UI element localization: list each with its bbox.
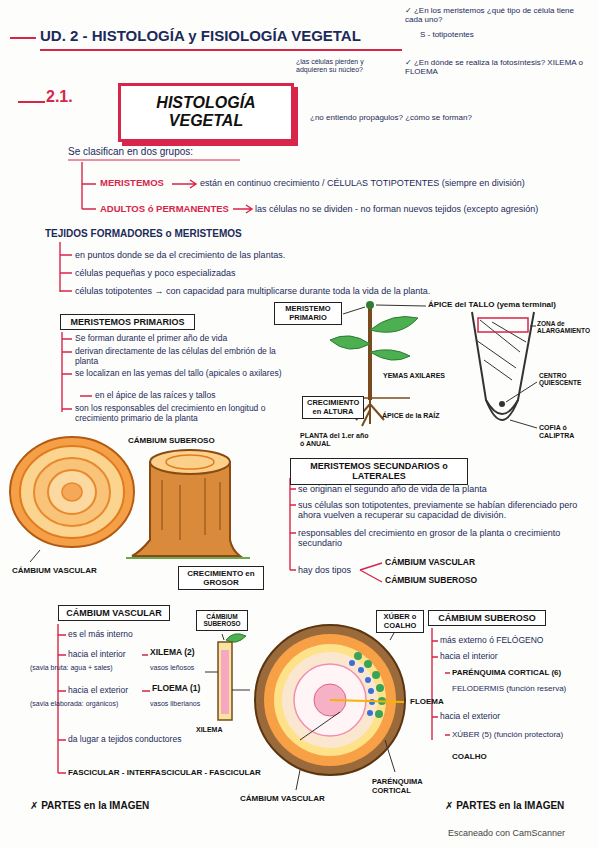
part-label: CÁMBIUM VASCULAR	[240, 794, 325, 803]
bullet-text: más externo ó FELÓGENO	[440, 636, 543, 646]
part-label: FLOEMA	[410, 697, 444, 706]
bullet-text: hay dos tipos	[298, 565, 351, 575]
root-tip	[472, 312, 537, 428]
part-label: XILEMA	[196, 726, 222, 734]
term-box: CRECIMIENTO en GROSOR	[178, 566, 264, 590]
term-box: MERISTEMO PRIMARIO	[274, 302, 342, 325]
term-box: CÁMBIUM SUBEROSO	[196, 610, 248, 631]
part-label: CÁMBIUM SUBEROSO	[385, 576, 477, 586]
note: (savia bruta: agua + sales)	[30, 664, 128, 672]
part-label: YEMAS AXILARES	[383, 372, 445, 380]
watermark: Escaneado con CamScanner	[448, 828, 565, 838]
box-text: CÁMBIUM SUBEROSO	[201, 613, 243, 628]
bullet-text: da lugar a tejidos conductores	[68, 735, 181, 745]
bullet-text: XÚBER (5) (función protectora)	[452, 730, 592, 739]
part-label: COFIA ó CALIPTRA	[539, 424, 595, 440]
term-box: MERISTEMOS PRIMARIOS	[60, 314, 195, 330]
bullet-text: hacia el interior	[440, 652, 498, 662]
part-label: CÁMBIUM SUBEROSO	[128, 436, 215, 445]
bullet-text: sus células son totipotentes, previament…	[298, 500, 588, 521]
page-title: UD. 2 - HISTOLOGÍA y FISIOLOGÍA VEGETAL	[40, 27, 361, 44]
part-label: ÁPICE de la RAÍZ	[382, 412, 440, 420]
bullet-text: en puntos donde se da el crecimiento de …	[75, 250, 285, 260]
body-text: Se clasifican en dos grupos:	[68, 146, 193, 158]
note: vasos leñosos	[150, 664, 194, 672]
bullet-text: células pequeñas y poco especializadas	[75, 268, 236, 278]
part-label: COALHO	[452, 752, 487, 761]
note: ¿las células pierden y adquieren su núcl…	[296, 58, 396, 74]
section-title-box: HISTOLOGÍA VEGETAL	[118, 83, 294, 142]
box-text: CRECIMIENTO en ALTURA	[307, 399, 359, 416]
term-box: MERISTEMOS SECUNDARIOS o LATERALES	[290, 458, 468, 485]
note: ¿no entiendo propágulos? ¿cómo se forman…	[310, 113, 580, 122]
box-text: HISTOLOGÍA VEGETAL	[127, 94, 285, 131]
stem-cross-section	[255, 625, 405, 790]
underline	[68, 160, 240, 161]
group-name: MERISTEMOS	[100, 178, 164, 189]
group-name: ADULTOS ó PERMANENTES	[100, 204, 229, 215]
stem-figure	[205, 634, 250, 720]
note: S - totipotentes	[420, 30, 474, 39]
part-label: FASCICULAR - INTERFASCICULAR - FASCICULA…	[68, 768, 261, 777]
term-box: CÁMBIUM SUBEROSO	[428, 610, 546, 626]
note: (savia elaborada: orgánicos)	[30, 700, 134, 708]
box-text: MERISTEMOS PRIMARIOS	[65, 317, 190, 327]
section-number: 2.1.	[46, 88, 73, 106]
body-text: están en continuo crecimiento / CÉLULAS …	[200, 178, 585, 188]
part-label: PARÉNQUIMA CORTICAL (6)	[452, 668, 561, 677]
bullet-text: hacia el interior	[68, 650, 126, 660]
bullet-text: hacia el exterior	[440, 712, 500, 722]
note: ✓ ¿En dónde se realiza la fotosíntesis? …	[405, 58, 590, 76]
bullet-text: responsables del crecimiento en grosor d…	[298, 528, 588, 549]
part-label: PARÉNQUIMA CORTICAL	[372, 778, 436, 795]
title-underline	[40, 49, 402, 51]
body-text: las células no se dividen - no forman nu…	[255, 204, 590, 214]
log-section	[10, 437, 134, 562]
part-label: PLANTA del 1.er año ó ANUAL	[300, 432, 374, 448]
bullet-text: es el más interno	[68, 630, 133, 640]
bullet-text: derivan directamente de las células del …	[75, 347, 300, 367]
part-label: FLOEMA (1)	[152, 684, 200, 694]
box-text: MERISTEMO PRIMARIO	[279, 305, 337, 322]
bullet-text: se originan el segundo año de vida de la…	[298, 484, 588, 494]
part-label: ZONA de ALARGAMIENTO	[537, 320, 595, 335]
part-label: CENTRO QUIESCENTE	[539, 372, 595, 387]
bullet-text: hacia el exterior	[68, 686, 128, 696]
note: ✓ ¿En los meristemos ¿qué tipo de célula…	[405, 6, 590, 24]
box-text: CÁMBIUM VASCULAR	[63, 608, 165, 618]
bullet-text: son los responsables del crecimiento en …	[75, 404, 300, 424]
box-text: XÚBER o COALHO	[381, 613, 419, 630]
bullet-text: FELODERMIS (función reserva)	[452, 684, 592, 693]
term-box: XÚBER o COALHO	[376, 610, 424, 633]
bullet-text: Se forman durante el primer año de vida	[75, 334, 300, 344]
section-dash	[18, 101, 45, 103]
bullet-text: células totipotentes → con capacidad par…	[75, 286, 430, 296]
box-text: MERISTEMOS SECUNDARIOS o LATERALES	[295, 461, 463, 482]
box-text: CRECIMIENTO en GROSOR	[183, 569, 259, 587]
heading: TEJIDOS FORMADORES o MERISTEMOS	[45, 228, 242, 240]
term-box: CRECIMIENTO en ALTURA	[302, 396, 364, 419]
box-text: CÁMBIUM SUBEROSO	[433, 613, 541, 623]
note: vasos liberianos	[150, 700, 200, 708]
note: ✗ PARTES en la IMAGEN	[30, 800, 149, 812]
tree-stump	[126, 450, 250, 558]
part-label: XILEMA (2)	[150, 648, 195, 658]
part-label: ÁPICE del TALLO (yema terminal)	[428, 300, 556, 309]
part-label: CÁMBIUM VASCULAR	[385, 558, 475, 568]
term-box: CÁMBIUM VASCULAR	[58, 605, 170, 621]
note: ✗ PARTES en la IMAGEN	[445, 800, 564, 812]
bullet-text: se localizan en las yemas del tallo (api…	[75, 369, 300, 379]
bullet-text: en el ápice de las raíces y tallos	[95, 391, 215, 401]
part-label: CÁMBIUM VASCULAR	[12, 566, 97, 575]
title-dash	[10, 37, 36, 39]
